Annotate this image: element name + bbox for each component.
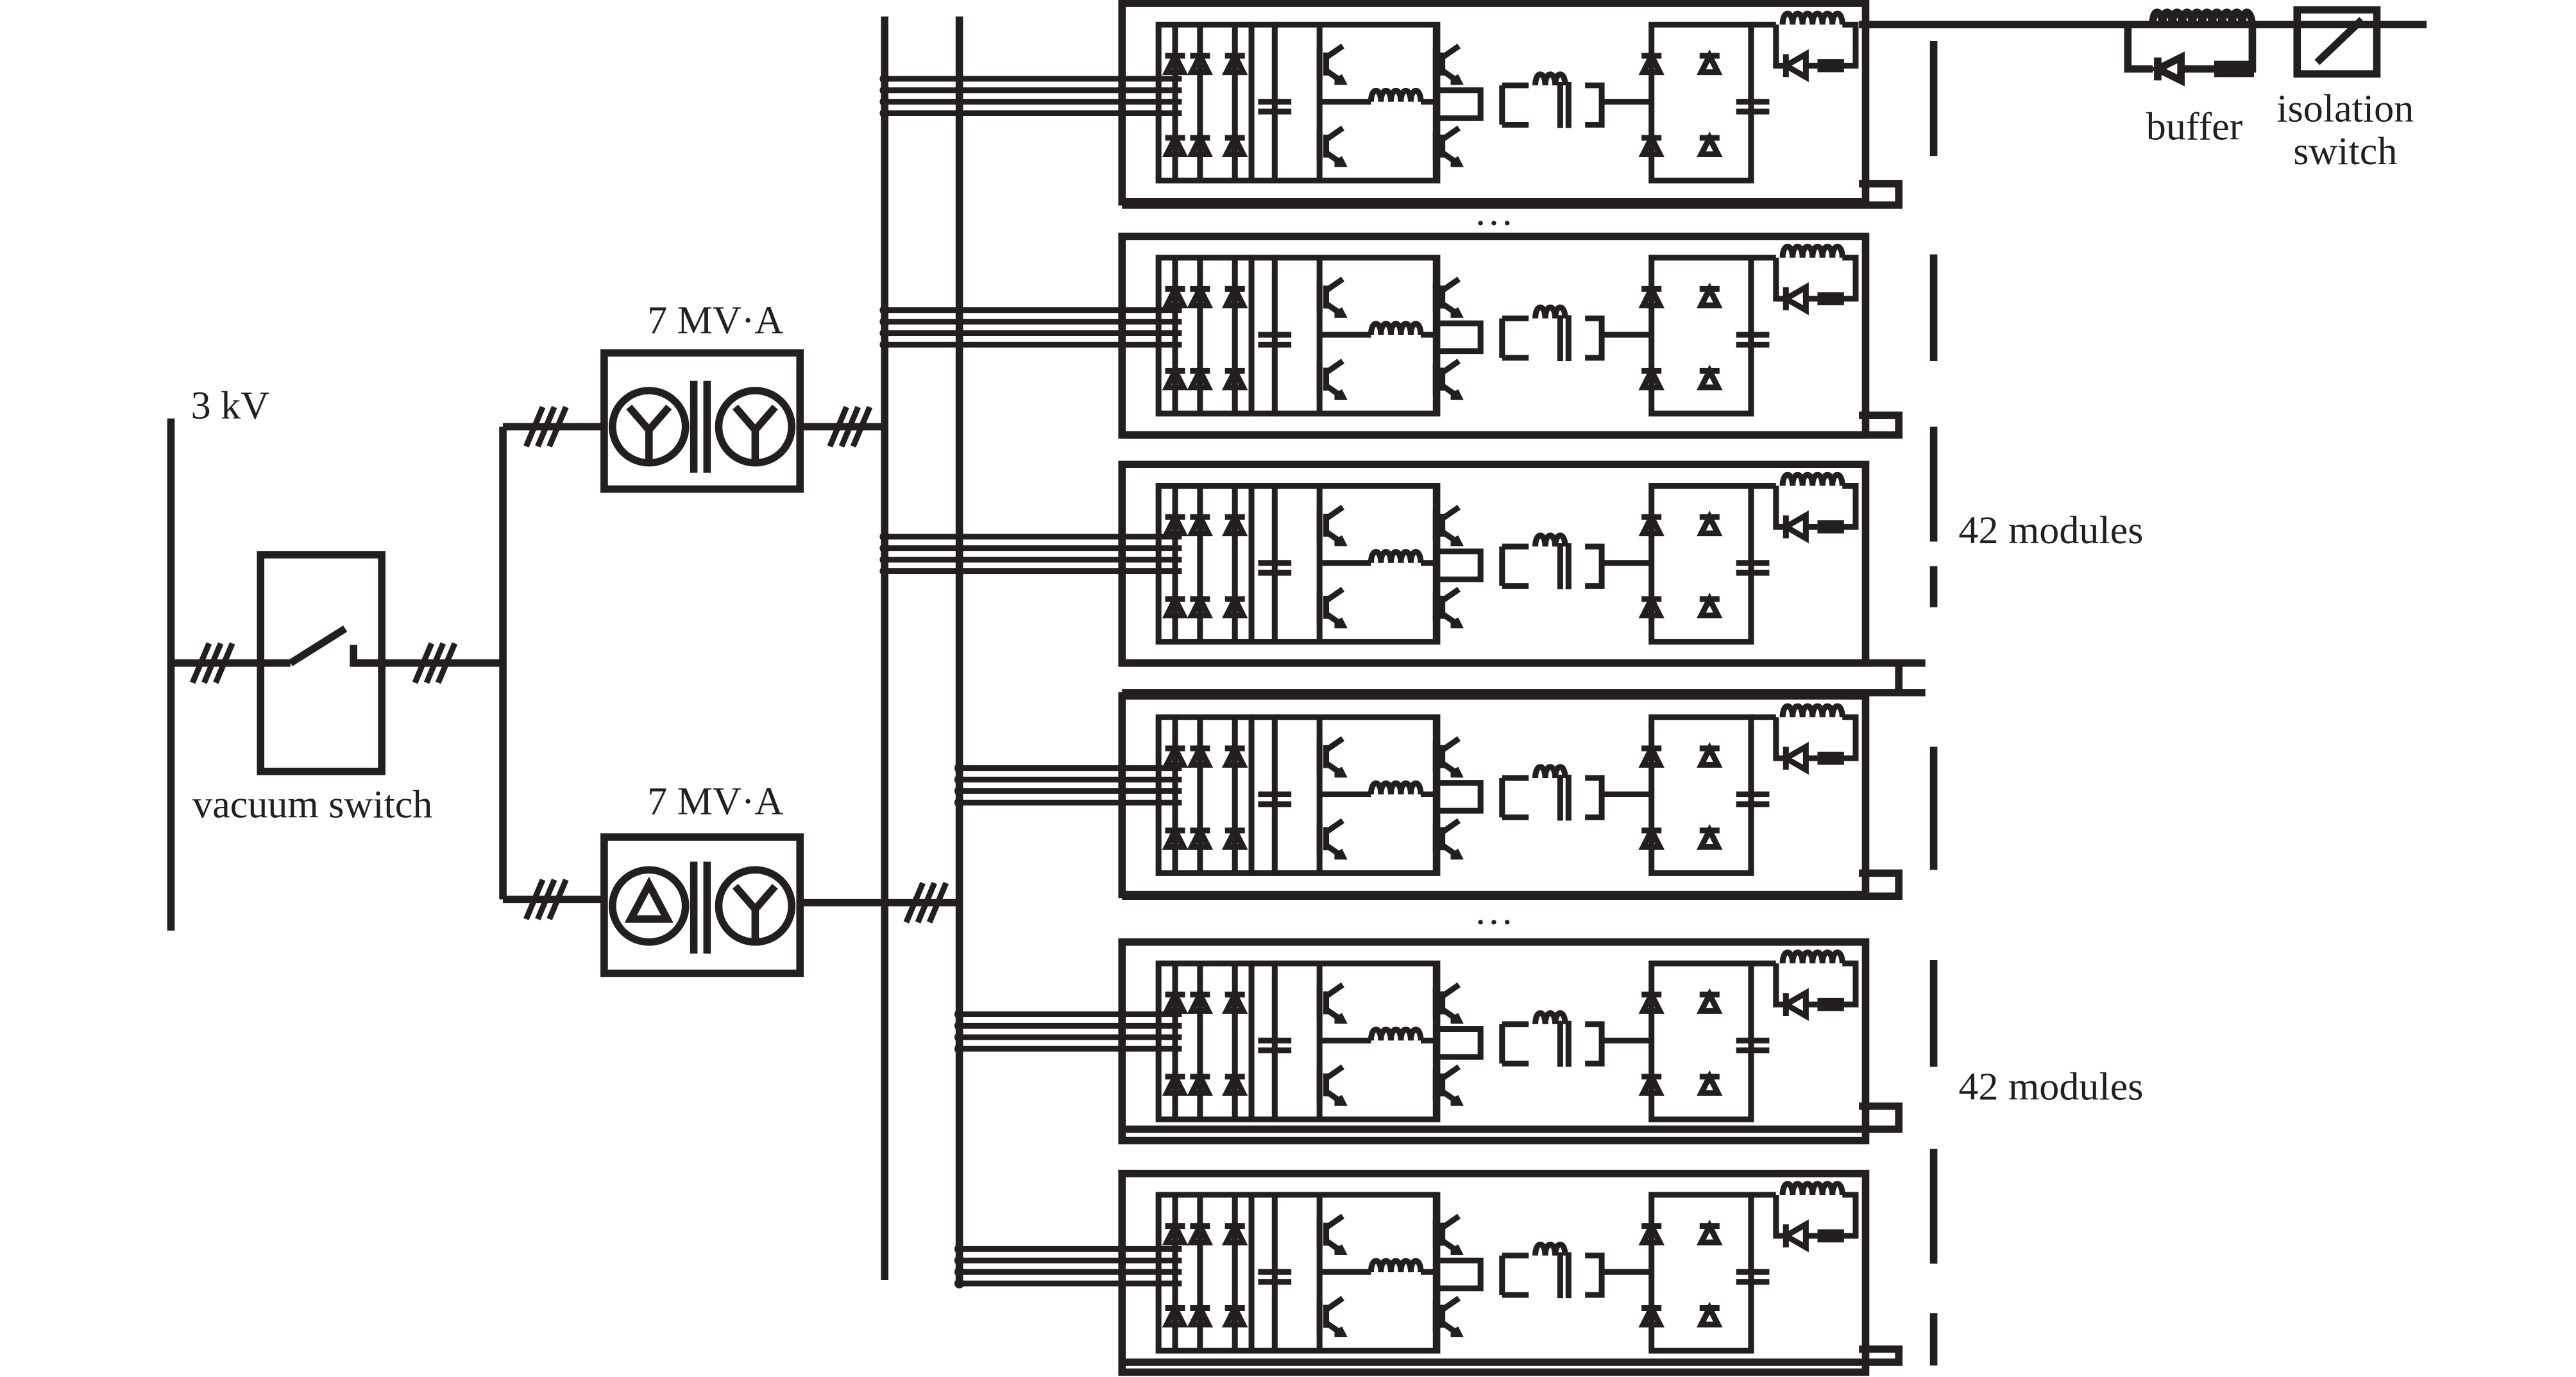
power-module [1118,1169,1870,1376]
three-phase-mark [827,405,949,924]
isolation-switch-label-line2: switch [2293,130,2397,173]
grid-section: 3 kV vacuum switch [167,384,604,931]
transformer-feeders [499,423,604,904]
three-phase-mark [523,405,569,920]
module-feeders [885,76,1182,1287]
isolation-switch-contact [2314,17,2365,65]
transformer-bottom: 7 MV·A [600,780,804,977]
power-module [1118,938,1870,1145]
three-phase-mark [189,642,458,684]
vacuum-switch-contact [288,625,382,667]
isolation-switch-box [2293,6,2381,78]
transformer-top: 7 MV·A [600,299,804,493]
buffer-label: buffer [2146,105,2243,149]
power-modules [1118,0,1870,1376]
cascade-connections [1122,21,2427,1366]
grid-voltage-label: 3 kV [191,384,269,428]
transformer-bottom-rating: 7 MV·A [647,780,784,824]
power-module [1118,460,1870,667]
group-bottom-count: 42 modules [1958,1065,2143,1109]
feeder-junction-dots [879,74,965,1288]
power-module [1118,0,1870,206]
vacuum-switch-box [257,551,386,775]
group-top-count: 42 modules [1958,509,2143,552]
ellipsis-top: … [1474,190,1514,234]
isolation-switch-label-line1: isolation [2276,87,2414,131]
buffer [2124,8,2257,87]
power-module [1118,692,1870,899]
power-module [1118,232,1870,439]
transformer-top-rating: 7 MV·A [647,299,784,342]
vacuum-switch-label: vacuum switch [192,783,432,827]
